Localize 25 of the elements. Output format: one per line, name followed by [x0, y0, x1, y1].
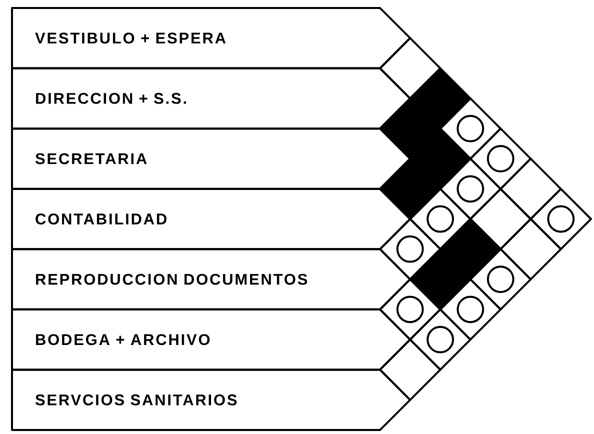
- row-box: SECRETARIA: [11, 128, 412, 190]
- empty-cell: [379, 338, 442, 401]
- circle-mark: [426, 205, 454, 233]
- filled-cell: [439, 218, 502, 280]
- circle-mark: [456, 296, 484, 324]
- row-box: CONTABILIDAD: [11, 188, 412, 250]
- circle-mark: [486, 145, 514, 172]
- circle-mark: [396, 296, 424, 324]
- circle-mark: [456, 114, 484, 142]
- circle-mark: [396, 235, 424, 263]
- filled-cell: [409, 248, 472, 310]
- filled-cell: [379, 97, 442, 160]
- row-box: VESTIBULO + ESPERA: [11, 7, 412, 70]
- row-box: BODEGA + ARCHIVO: [11, 308, 412, 371]
- row-box: REPRODUCCION DOCUMENTOS: [11, 248, 412, 310]
- circle-mark: [456, 175, 484, 203]
- row-box: DIRECCION + S.S.: [11, 67, 412, 130]
- row-box: SERVCIOS SANITARIOS: [11, 368, 412, 431]
- circle-mark: [486, 266, 514, 293]
- circle-mark: [547, 205, 575, 233]
- filled-cell: [409, 67, 472, 130]
- empty-cell: [500, 158, 562, 220]
- filled-cell: [409, 128, 472, 190]
- filled-cell: [379, 158, 442, 220]
- circle-mark: [426, 326, 454, 354]
